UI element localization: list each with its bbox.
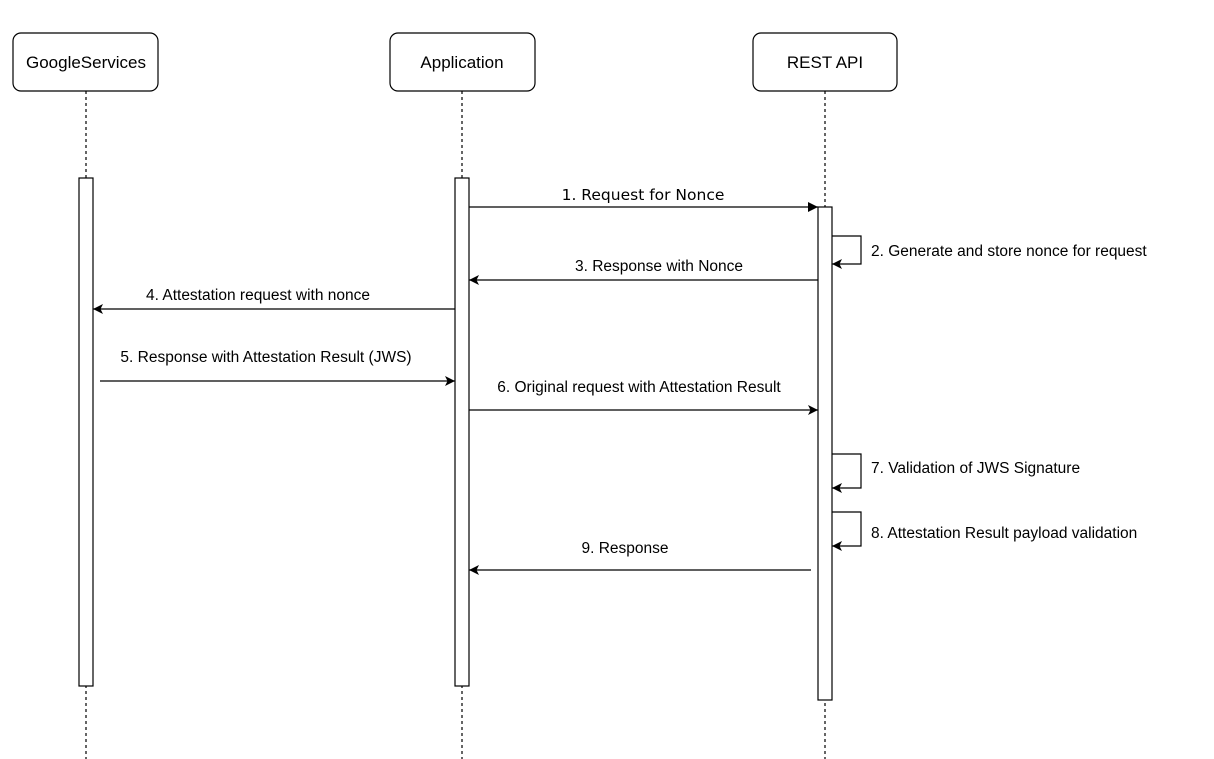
message-label: 7. Validation of JWS Signature bbox=[871, 460, 1080, 477]
message-label: 4. Attestation request with nonce bbox=[146, 287, 370, 304]
participant-label: GoogleServices bbox=[26, 53, 146, 72]
message-2-generate-nonce: 2. Generate and store nonce for request bbox=[832, 235, 1147, 269]
message-4-attestation-request: 4. Attestation request with nonce bbox=[93, 287, 455, 314]
message-label: 3. Response with Nonce bbox=[575, 258, 743, 275]
message-label: 8. Attestation Result payload validation bbox=[871, 525, 1137, 542]
message-label: 9. Response bbox=[581, 540, 668, 557]
activation-bar-google-services bbox=[78, 177, 94, 687]
message-label: 6. Original request with Attestation Res… bbox=[497, 379, 781, 396]
activation-bar-application bbox=[454, 177, 470, 687]
participant-label: REST API bbox=[787, 53, 863, 72]
message-label: 1. Request for Nonce bbox=[562, 186, 725, 204]
participant-label: Application bbox=[420, 53, 503, 72]
message-3-response-with-nonce: 3. Response with Nonce bbox=[469, 258, 818, 285]
message-6-original-request: 6. Original request with Attestation Res… bbox=[469, 379, 818, 415]
participant-rest-api: REST API bbox=[752, 32, 898, 92]
message-label: 2. Generate and store nonce for request bbox=[871, 243, 1147, 260]
participant-application: Application bbox=[389, 32, 536, 92]
participant-google-services: GoogleServices bbox=[12, 32, 159, 92]
message-label: 5. Response with Attestation Result (JWS… bbox=[120, 349, 411, 366]
message-7-validate-jws: 7. Validation of JWS Signature bbox=[832, 453, 1080, 493]
message-1-request-for-nonce: 1. Request for Nonce bbox=[469, 186, 818, 212]
message-9-response: 9. Response bbox=[469, 540, 811, 575]
message-8-payload-validation: 8. Attestation Result payload validation bbox=[832, 511, 1137, 551]
activation-bar-rest-api bbox=[817, 206, 833, 701]
message-5-attestation-result: 5. Response with Attestation Result (JWS… bbox=[100, 349, 455, 386]
